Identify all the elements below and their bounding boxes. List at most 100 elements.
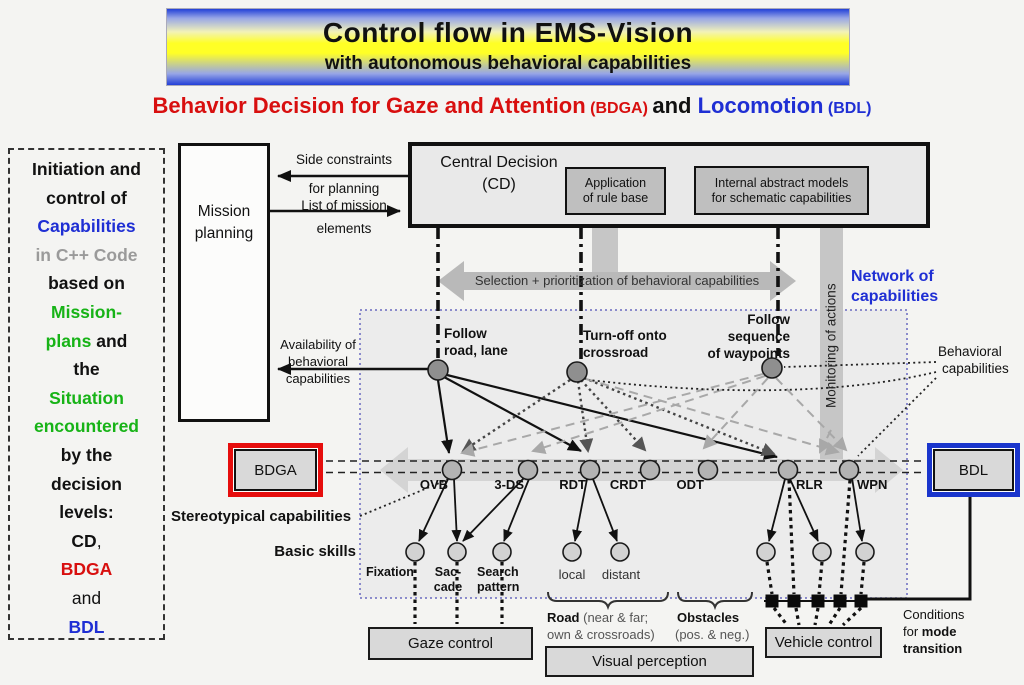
conditions-label: Conditions for mode transition [903,606,964,657]
follow-sequence-label: Follow sequence of waypoints [700,311,790,362]
visual-perception-label: Visual perception [592,653,707,670]
obstacles-brace [677,591,753,611]
bdga-label: BDGA [254,461,297,479]
mission-planning-box: Mission planning [178,143,270,422]
heading-bdl-abbr: (BDL) [827,100,872,117]
road-group-label: Road (near & far; [547,610,717,625]
label-line: road, lane [444,343,508,358]
mode-transition-line [866,497,972,601]
skill-saccade: Sac- cade [427,565,469,595]
heading-and: and [652,93,698,118]
gaze-control-label: Gaze control [407,635,494,652]
panel-line: the [73,359,100,380]
panel-line: Situation [49,387,124,408]
availability-label: Availability of behavioral capabilities [272,336,364,387]
panel-line: Initiation and [32,159,141,179]
node-label-wpn: WPN [857,477,888,492]
bdga-box: BDGA [228,443,323,497]
follow-road-label: Follow road, lane [444,325,508,359]
vehicle-control-label: Vehicle control [774,634,873,651]
panel-line: decision [51,473,122,494]
initiation-panel: Initiation and control of Capabilities i… [8,148,165,640]
panel-line: encountered [33,416,140,437]
label-line: Follow [747,312,790,327]
label-line: capabilities [942,361,1009,376]
panel-line-part: plans [45,330,92,351]
page-title: Control flow in EMS-Vision [322,17,694,48]
label-line: cade [433,580,463,594]
panel-line: in C++ Code [35,244,138,265]
monitoring-label: Monitoring of actions [823,283,839,409]
road-group-label2: own & crossroads) [547,627,655,642]
label-part: (near & far; [579,610,649,625]
label-line: Side constraints [295,152,393,167]
behavioral-capabilities-label: Behavioral capabilities [938,343,1009,377]
skill-search-pattern: Search pattern [477,565,519,595]
node-label-crdt: CRDT [609,477,646,492]
bdl-box: BDL [927,443,1020,497]
label-part: for [903,624,922,639]
label-line: Conditions [903,607,965,622]
label-line: List of mission [301,198,387,213]
models-box-line: Internal abstract models [714,175,849,190]
panel-line: BDGA [60,559,113,580]
mode-transition-squares [765,594,868,608]
panel-line: and [71,587,102,608]
label-line: for planning [308,181,380,196]
visual-perception-box: Visual perception [545,646,754,677]
label-line: Follow [444,326,487,341]
obstacles-group-label2: (pos. & neg.) [675,627,750,642]
label-line: Availability of [280,337,356,352]
label-line: capabilities [285,371,351,386]
label-line: Network of [851,268,934,285]
selection-arrow-label: Selection + prioritization of behavioral… [474,273,760,288]
basic-skills-label: Basic skills [274,543,356,560]
label-line: of waypoints [707,346,790,361]
heading-bdga-abbr: (BDGA) [590,100,648,117]
panel-line: levels: [59,502,114,523]
vehicle-control-box: Vehicle control [765,627,882,658]
heading-bdga: Behavior Decision for Gaze and Attention [152,93,586,118]
turn-off-label: Turn-off onto crossroad [583,327,667,361]
gaze-control-box: Gaze control [368,627,533,660]
stereotypical-label: Stereotypical capabilities [171,508,352,525]
panel-line: BDL [68,616,105,637]
title-banner: Control flow in EMS-Vision with autonomo… [166,8,850,86]
panel-line-part: and [91,330,128,351]
label-part: Road [547,610,580,625]
side-constraints-label2: for planning [278,181,410,197]
bdl-label: BDL [958,461,989,479]
section-heading: Behavior Decision for Gaze and Attention… [0,93,1024,119]
skill-distant: distant [601,567,641,582]
node-label-ovb: OVB [419,477,448,492]
mission-planning-label: Mission planning [194,203,254,242]
label-line: sequence [727,329,790,344]
list-mission-label: List of mission [278,198,410,214]
panel-line: Mission- [51,301,122,322]
node-label-rdt: RDT [559,477,586,492]
panel-line: CD, [10,527,163,556]
panel-line: by the [60,444,113,465]
label-line: transition [903,641,963,656]
label-line: Turn-off onto [583,328,667,343]
list-mission-label2: elements [278,221,410,237]
label-line: for mode [903,623,964,640]
panel-line: Capabilities [37,216,136,237]
basic-skill-nodes [405,542,875,562]
road-brace [547,591,669,611]
label-line: crossroad [583,345,649,360]
page-subtitle: with autonomous behavioral capabilities [324,53,692,74]
cd-abbr: (CD) [482,176,516,193]
label-line: Behavioral [938,344,1002,359]
node-label-rlr: RLR [796,477,823,492]
rule-box-line: Application [584,176,647,190]
cd-title-line: Central Decision [440,154,558,171]
label-line: Sac- [434,565,462,579]
heading-bdl: Locomotion [697,93,824,118]
label-line: behavioral [288,354,348,369]
label-line: capabilities [851,288,939,305]
label-line: pattern [477,580,520,594]
network-label: Network of capabilities [851,267,938,307]
